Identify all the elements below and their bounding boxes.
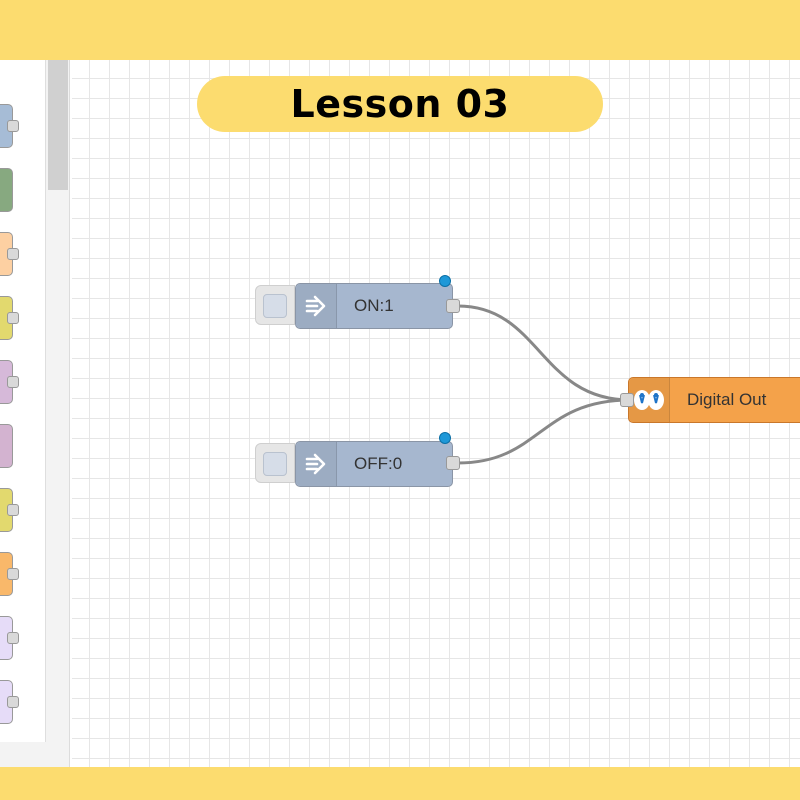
palette-node-port (7, 696, 19, 708)
palette-node-port (7, 120, 19, 132)
palette-node[interactable] (0, 424, 13, 468)
top-banner (0, 0, 800, 60)
arrow-right-icon (296, 442, 337, 486)
palette-node-port (7, 632, 19, 644)
lesson-title: Lesson 03 (197, 76, 603, 132)
node-label: OFF:0 (354, 454, 403, 473)
palette-node-port (7, 568, 19, 580)
digital-out-node[interactable]: Digital Out (628, 377, 800, 423)
palette-node-port (7, 504, 19, 516)
palette-node-port (7, 248, 19, 260)
palette-node-list (0, 60, 46, 742)
inject-off-trigger-button[interactable] (255, 443, 295, 483)
arrow-right-icon (296, 284, 337, 328)
palette-node-port (7, 376, 19, 388)
changed-indicator-dot (439, 432, 451, 444)
inject-on-trigger-button[interactable] (255, 285, 295, 325)
palette-scrollbar-thumb[interactable] (48, 60, 68, 190)
inject-off-output-port[interactable] (446, 456, 460, 470)
trigger-button-face[interactable] (263, 452, 287, 476)
inject-node-on[interactable]: ON:1 (295, 283, 453, 329)
node-label: Digital Out (687, 390, 767, 409)
palette-node-port (7, 312, 19, 324)
digital-out-icon (629, 378, 670, 422)
changed-indicator-dot (439, 275, 451, 287)
inject-on-output-port[interactable] (446, 299, 460, 313)
palette-node[interactable] (0, 168, 13, 212)
inject-node-off[interactable]: OFF:0 (295, 441, 453, 487)
trigger-button-face[interactable] (263, 294, 287, 318)
digital-out-input-port[interactable] (620, 393, 634, 407)
bottom-banner (0, 767, 800, 800)
node-label: ON:1 (354, 296, 394, 315)
